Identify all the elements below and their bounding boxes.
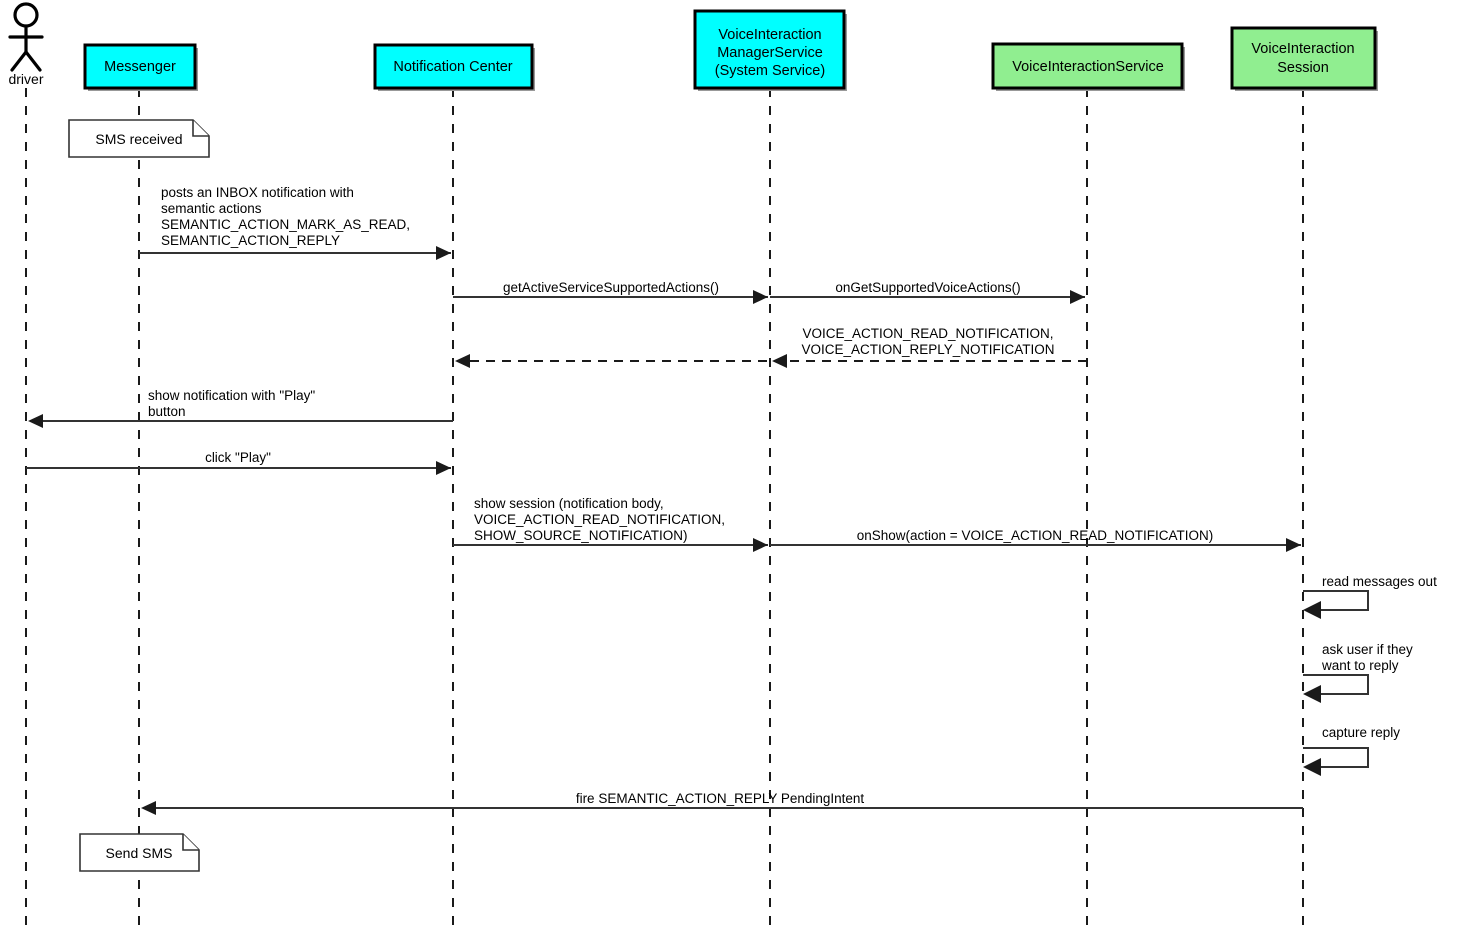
participant-box — [693, 9, 846, 90]
label-line-1: show session (notification body, — [474, 496, 664, 511]
label-line-1: posts an INBOX notification with — [161, 185, 354, 200]
note-fold-corner-icon — [182, 834, 199, 851]
participant-label-line-3: (System Service) — [715, 63, 825, 79]
message-on-show — [770, 538, 1301, 552]
label-line-1: show notification with "Play" — [148, 388, 315, 403]
message-label-show-notification-with-play-button: show notification with "Play" button — [148, 388, 315, 419]
participant-label-line-2: Session — [1277, 60, 1329, 76]
actor-head-icon — [13, 2, 39, 28]
participant-voice-interaction-session[interactable]: VoiceInteraction Session — [1230, 26, 1378, 91]
participant-label-line-1: VoiceInteraction — [1251, 41, 1354, 57]
participant-box — [373, 43, 534, 90]
note-text: Send SMS — [106, 845, 173, 861]
message-click-play — [26, 461, 451, 475]
participant-box — [83, 43, 197, 90]
label-line-3: SHOW_SOURCE_NOTIFICATION) — [474, 528, 688, 543]
label-line-1: onGetSupportedVoiceActions() — [835, 280, 1020, 295]
arrow-head-left-icon — [1303, 758, 1321, 776]
actor-leg-left-icon — [10, 50, 28, 72]
participant-label: VoiceInteractionService — [1012, 59, 1164, 75]
message-label-fire-pending-intent: fire SEMANTIC_ACTION_REPLY PendingIntent — [576, 791, 865, 806]
note-sms-received: SMS received — [68, 119, 210, 158]
participant-messenger[interactable]: Messenger — [83, 43, 198, 91]
participant-label: Messenger — [104, 59, 176, 75]
arrow-head-right-icon — [436, 461, 451, 475]
self-message-line — [1303, 590, 1369, 611]
label-line-1: getActiveServiceSupportedActions() — [503, 280, 719, 295]
message-label-on-get-supported-voice-actions: onGetSupportedVoiceActions() — [835, 280, 1020, 295]
message-show-session — [453, 538, 768, 552]
self-message-ask-user-reply — [1303, 674, 1369, 703]
note-body — [68, 119, 210, 158]
label-line-2: button — [148, 404, 186, 419]
arrow-head-left-icon — [28, 414, 43, 428]
arrow-head-right-icon — [1286, 538, 1301, 552]
label-line-1: ask user if they — [1322, 642, 1413, 657]
message-label-click-play: click "Play" — [205, 450, 271, 465]
arrow-head-left-icon — [141, 801, 156, 815]
self-message-capture-reply — [1303, 747, 1369, 776]
note-text: SMS received — [95, 131, 182, 147]
participant-voice-interaction-service[interactable]: VoiceInteractionService — [991, 42, 1185, 91]
participant-box — [991, 42, 1184, 90]
label-line-3: SEMANTIC_ACTION_MARK_AS_READ, — [161, 217, 410, 232]
arrow-head-right-icon — [1070, 290, 1085, 304]
self-message-label-ask-user-reply: ask user if they want to reply — [1321, 642, 1413, 673]
message-show-notification-with-play-button — [28, 414, 453, 428]
arrow-head-left-icon — [1303, 685, 1321, 703]
label-line-1: click "Play" — [205, 450, 271, 465]
arrow-head-left-icon — [455, 354, 470, 368]
arrow-head-right-icon — [436, 246, 451, 260]
message-label-post-inbox-notification: posts an INBOX notification with semanti… — [161, 185, 410, 248]
participant-notification-center[interactable]: Notification Center — [373, 43, 535, 91]
self-message-line — [1303, 674, 1369, 695]
arrow-head-right-icon — [753, 538, 768, 552]
message-on-get-supported-voice-actions — [770, 290, 1085, 304]
participant-label-line-2: ManagerService — [717, 45, 823, 61]
note-body — [79, 833, 200, 872]
message-post-inbox-notification — [139, 246, 451, 260]
label-line-2: want to reply — [1321, 658, 1399, 673]
note-send-sms: Send SMS — [79, 833, 200, 872]
label-line-2: VOICE_ACTION_READ_NOTIFICATION, — [474, 512, 725, 527]
arrow-head-right-icon — [753, 290, 768, 304]
message-get-active-service-supported-actions — [453, 290, 768, 304]
label-line-1: read messages out — [1322, 574, 1437, 589]
self-message-label-capture-reply: capture reply — [1322, 725, 1400, 740]
participant-box — [1230, 26, 1377, 90]
message-label-on-show: onShow(action = VOICE_ACTION_READ_NOTIFI… — [857, 528, 1213, 543]
label-line-1: fire SEMANTIC_ACTION_REPLY PendingIntent — [576, 791, 865, 806]
message-label-return-voice-actions: VOICE_ACTION_READ_NOTIFICATION, VOICE_AC… — [801, 326, 1054, 357]
message-return-voice-actions — [455, 354, 1087, 368]
note-fold-corner-icon — [192, 120, 209, 137]
label-line-1: VOICE_ACTION_READ_NOTIFICATION, — [802, 326, 1053, 341]
actor-leg-right-icon — [24, 50, 42, 72]
participant-label: Notification Center — [393, 59, 512, 75]
label-line-2: semantic actions — [161, 201, 262, 216]
actor-driver-label: driver — [8, 71, 43, 87]
message-fire-pending-intent — [141, 801, 1303, 815]
participant-label-line-1: VoiceInteraction — [718, 27, 821, 43]
participant-voice-interaction-manager-service[interactable]: VoiceInteraction ManagerService (System … — [693, 9, 847, 91]
label-line-1: onShow(action = VOICE_ACTION_READ_NOTIFI… — [857, 528, 1213, 543]
arrow-head-left-icon — [1303, 601, 1321, 619]
message-label-show-session: show session (notification body, VOICE_A… — [474, 496, 725, 543]
self-message-label-read-messages-out: read messages out — [1322, 574, 1437, 589]
label-line-2: VOICE_ACTION_REPLY_NOTIFICATION — [801, 342, 1054, 357]
message-label-get-active-service-supported-actions: getActiveServiceSupportedActions() — [503, 280, 719, 295]
label-line-4: SEMANTIC_ACTION_REPLY — [161, 233, 340, 248]
arrow-head-left-icon — [772, 354, 787, 368]
self-message-line — [1303, 747, 1369, 768]
self-message-read-messages-out — [1303, 590, 1369, 619]
label-line-1: capture reply — [1322, 725, 1400, 740]
actor-driver[interactable]: driver — [8, 2, 44, 87]
